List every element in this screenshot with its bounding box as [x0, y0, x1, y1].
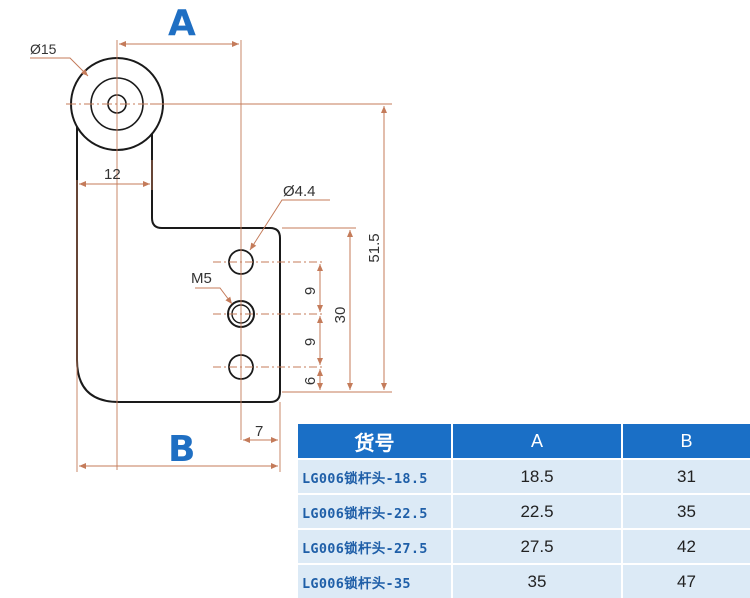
dim-text-12: 12: [104, 166, 121, 183]
dim-text-30: 30: [332, 307, 349, 324]
table-row: LG006锁杆头-18.5 18.5 31: [298, 458, 750, 494]
cell-code: LG006锁杆头-35: [298, 563, 452, 598]
dimension-lines: [30, 41, 387, 469]
dim-text-9-lower: 9: [302, 338, 319, 346]
leader-d15: [30, 57, 89, 77]
dim-text-9-upper: 9: [302, 287, 319, 295]
cell-a: 27.5: [451, 528, 622, 564]
cell-a: 22.5: [451, 493, 622, 529]
dim-text-d4-4: Ø4.4: [283, 183, 316, 200]
part-outline: [76, 104, 281, 403]
table-row: LG006锁杆头-27.5 27.5 42: [298, 528, 750, 564]
table-header-row: 货号 A B: [298, 424, 750, 459]
cell-a: 18.5: [451, 458, 622, 494]
table-row: LG006锁杆头-35 35 47: [298, 563, 750, 598]
leader-d4-4: [249, 199, 330, 251]
header-code: 货号: [298, 424, 452, 459]
dim-text-6: 6: [302, 377, 319, 385]
cell-b: 42: [621, 528, 750, 564]
cell-a: 35: [451, 563, 622, 598]
cell-b: 47: [621, 563, 750, 598]
label-b: B: [168, 429, 196, 470]
table-row: LG006锁杆头-22.5 22.5 35: [298, 493, 750, 529]
cell-b: 31: [621, 458, 750, 494]
dim-text-m5: M5: [191, 270, 212, 287]
cell-code: LG006锁杆头-22.5: [298, 493, 452, 529]
header-a: A: [451, 424, 622, 459]
cell-b: 35: [621, 493, 750, 529]
leader-m5: [195, 287, 233, 305]
label-a: A: [168, 3, 196, 44]
spec-table: 货号 A B LG006锁杆头-18.5 18.5 31 LG006锁杆头-22…: [298, 424, 750, 598]
center-lines: [66, 40, 388, 470]
cell-code: LG006锁杆头-27.5: [298, 528, 452, 564]
extension-lines: [76, 103, 392, 472]
dim-text-7: 7: [255, 423, 263, 440]
cell-code: LG006锁杆头-18.5: [298, 458, 452, 494]
dim-text-d15: Ø15: [30, 41, 57, 57]
header-b: B: [621, 424, 750, 459]
dim-text-51-5: 51.5: [366, 233, 383, 262]
